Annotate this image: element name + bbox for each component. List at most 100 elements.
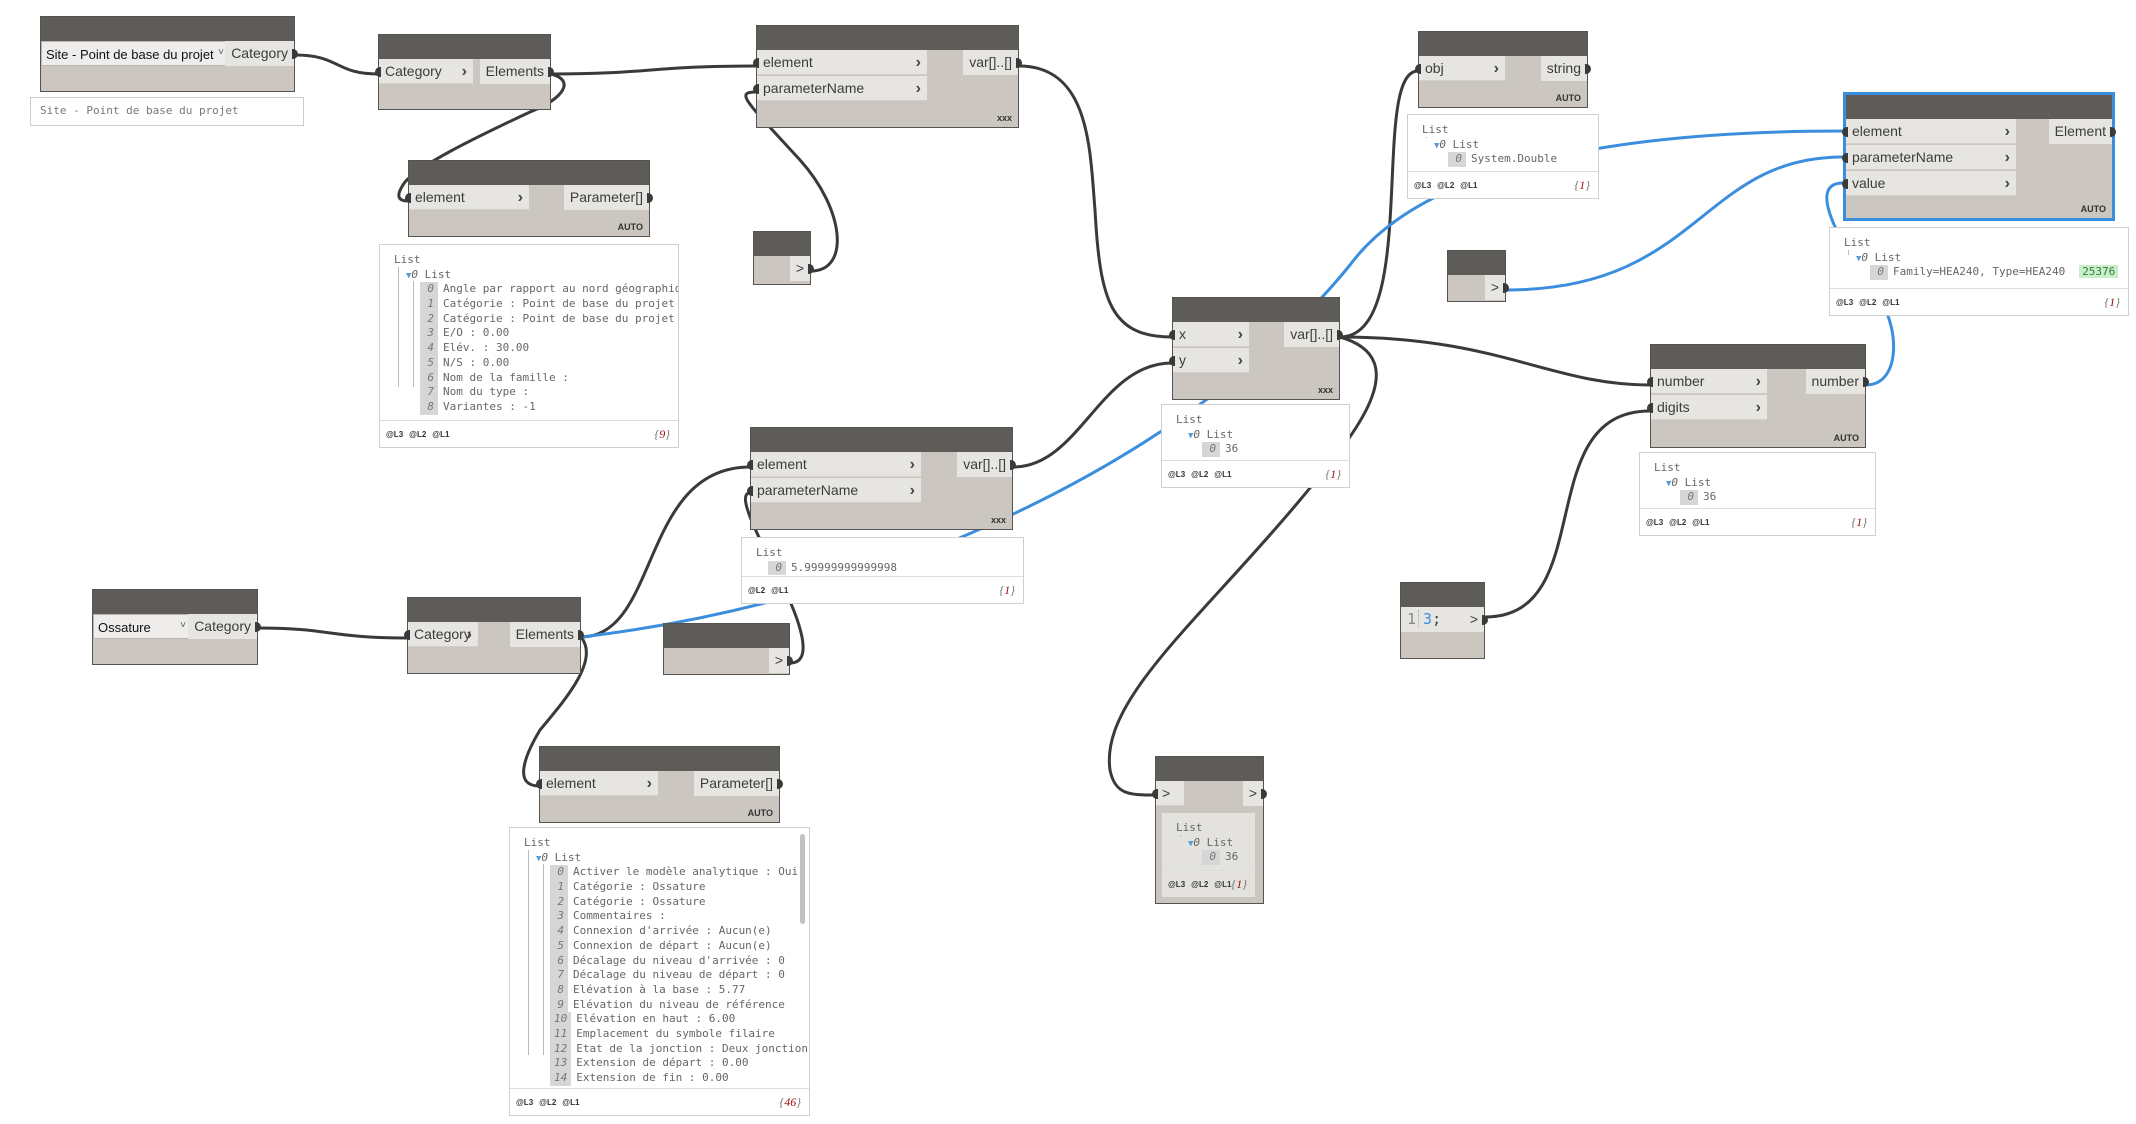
node-header[interactable]: [757, 26, 1018, 50]
input-port-element[interactable]: element›: [747, 452, 921, 477]
port-connector[interactable]: [787, 656, 793, 666]
element-parameters-node[interactable]: element›Parameter[]AUTO: [536, 746, 783, 823]
level-toggle[interactable]: @L2: [409, 430, 427, 439]
output-port[interactable]: >: [789, 256, 814, 281]
string-node[interactable]: >: [753, 231, 814, 285]
all-elements-of-category-node[interactable]: Category›Elements: [375, 34, 554, 110]
port-connector[interactable]: [536, 779, 542, 789]
port-connector[interactable]: [1169, 330, 1175, 340]
wire[interactable]: [1339, 335, 1651, 387]
watch-sublist[interactable]: ▼0 List: [1830, 251, 2128, 266]
watch-sublist[interactable]: ▼0 List: [1162, 428, 1349, 443]
expand-triangle-icon[interactable]: ▼: [1434, 140, 1440, 151]
node-header[interactable]: [540, 747, 779, 771]
level-toggle[interactable]: @L3: [516, 1098, 534, 1107]
node-header[interactable]: [664, 624, 789, 648]
expand-triangle-icon[interactable]: ▼: [1666, 478, 1672, 489]
watch-sublist[interactable]: ▼0 List: [1408, 138, 1598, 153]
input-port-element[interactable]: element›: [753, 50, 927, 75]
input-port-value[interactable]: value›: [1842, 171, 2016, 196]
node-header[interactable]: [1448, 251, 1505, 275]
expand-triangle-icon[interactable]: ▼: [406, 270, 412, 281]
port-connector[interactable]: [1152, 789, 1158, 799]
node-header[interactable]: [1419, 32, 1587, 56]
port-connector[interactable]: [753, 84, 759, 94]
input-port-x[interactable]: x›: [1169, 322, 1249, 347]
output-port[interactable]: Elements: [509, 622, 584, 647]
output-port[interactable]: >: [768, 648, 793, 673]
node-header[interactable]: [754, 232, 810, 256]
level-toggle[interactable]: @L2: [539, 1098, 557, 1107]
input-port-Category[interactable]: Category›: [375, 59, 473, 84]
level-toggle[interactable]: @L3: [386, 430, 404, 439]
level-toggle[interactable]: @L2: [748, 586, 766, 595]
level-toggle[interactable]: @L1: [432, 430, 450, 439]
wire[interactable]: [1012, 361, 1173, 469]
node-header[interactable]: [41, 17, 294, 41]
level-toggle[interactable]: @L2: [1669, 518, 1687, 527]
level-toggle[interactable]: @L1: [1214, 470, 1232, 479]
output-port[interactable]: number: [1805, 369, 1869, 394]
watch-sublist[interactable]: ▼0 List: [380, 268, 678, 283]
wire[interactable]: [1018, 64, 1173, 339]
wire[interactable]: [744, 90, 839, 273]
node-header[interactable]: [93, 590, 257, 614]
port-connector[interactable]: [777, 779, 783, 789]
get-parameter-value-node[interactable]: element›parameterName› var[]..[] xxx: [747, 427, 1016, 530]
level-toggle[interactable]: @L3: [1168, 880, 1186, 889]
port-connector[interactable]: [1016, 58, 1022, 68]
lacing-indicator[interactable]: xxx: [990, 515, 1006, 525]
lacing-indicator[interactable]: AUTO: [747, 808, 773, 818]
level-toggle[interactable]: @L2: [1191, 880, 1209, 889]
all-elements-of-category-node[interactable]: Category› Elements: [404, 597, 584, 674]
output-port[interactable]: Category: [225, 41, 298, 66]
port-connector[interactable]: [753, 58, 759, 68]
level-toggle[interactable]: @L3: [1414, 181, 1432, 190]
level-toggle[interactable]: @L3: [1646, 518, 1664, 527]
lacing-indicator[interactable]: AUTO: [1833, 433, 1859, 443]
output-port[interactable]: var[]..[]: [963, 50, 1022, 75]
wire[interactable]: [257, 626, 408, 640]
wire-selected[interactable]: [1505, 155, 1844, 292]
wire[interactable]: [1484, 409, 1651, 619]
lacing-indicator[interactable]: AUTO: [1555, 93, 1581, 103]
wire[interactable]: [1107, 335, 1378, 797]
port-connector[interactable]: [1647, 403, 1653, 413]
node-header[interactable]: [751, 428, 1012, 452]
watch-sublist[interactable]: ▼0 List: [510, 851, 809, 866]
port-connector[interactable]: [747, 460, 753, 470]
string-node[interactable]: >: [663, 623, 793, 675]
level-toggle[interactable]: @L3: [1836, 298, 1854, 307]
node-header[interactable]: [409, 161, 649, 185]
node-header[interactable]: [1173, 298, 1339, 322]
input-port-parameterName[interactable]: parameterName›: [1842, 145, 2016, 170]
input-port-y[interactable]: y›: [1169, 348, 1249, 373]
input-port-parameterName[interactable]: parameterName›: [747, 478, 921, 503]
expand-triangle-icon[interactable]: ▼: [536, 853, 542, 864]
level-toggle[interactable]: @L2: [1191, 470, 1209, 479]
port-connector[interactable]: [404, 630, 410, 640]
string-node[interactable]: >: [1447, 250, 1509, 302]
port-connector[interactable]: [1647, 377, 1653, 387]
port-connector[interactable]: [647, 193, 653, 203]
output-port[interactable]: Parameter[]: [563, 185, 653, 210]
output-port[interactable]: var[]..[]: [957, 452, 1016, 477]
port-connector[interactable]: [808, 264, 814, 274]
port-connector[interactable]: [1842, 153, 1848, 163]
wire[interactable]: [550, 64, 757, 76]
input-port-Category[interactable]: Category›: [404, 622, 478, 647]
port-connector[interactable]: [548, 67, 554, 77]
lacing-indicator[interactable]: xxx: [996, 113, 1012, 123]
input-port-element[interactable]: element›: [1842, 119, 2016, 144]
port-connector[interactable]: [1169, 356, 1175, 366]
categories-site-node[interactable]: Site - Point de base du projet˅Category: [40, 16, 298, 92]
output-port[interactable]: Elements: [479, 59, 554, 84]
port-connector[interactable]: [255, 622, 261, 632]
math-node[interactable]: x›y›var[]..[]xxx: [1169, 297, 1343, 400]
expand-triangle-icon[interactable]: ▼: [1856, 253, 1862, 264]
input-port-[interactable]: >: [1152, 781, 1184, 806]
